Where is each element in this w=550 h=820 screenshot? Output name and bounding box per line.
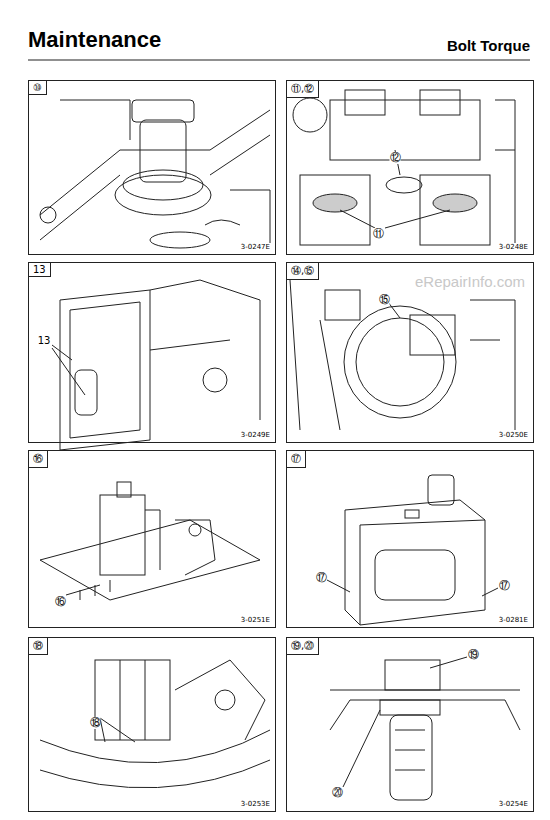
figure-panel: ⑩ 3-0247E [28, 80, 276, 255]
callout-number: ⑫ [390, 152, 401, 164]
radiator [52, 280, 260, 450]
callout-number: 13 [38, 335, 51, 346]
callout-number: ⑳ [332, 787, 343, 799]
callout-number: ⑮ [379, 294, 390, 306]
panel-number: ⑰ [287, 451, 306, 468]
callout-number: ⑰ [499, 580, 510, 592]
panel-number: ⑲,⑳ [287, 638, 319, 655]
swing-motor [40, 100, 270, 250]
page-title: Maintenance [28, 27, 161, 53]
figure-code: 3-0249E [240, 431, 271, 439]
figure-code: 3-0253E [240, 800, 271, 808]
panel-number: ⑭,⑮ [287, 263, 319, 280]
watermark: eRepairInfo.com [415, 274, 525, 291]
panel-number: ⑱ [29, 638, 48, 655]
callout-number: ⑰ [316, 572, 327, 584]
panel-number: ⑩ [29, 81, 47, 95]
callout-number: ⑪ [373, 228, 384, 240]
callout-number: ⑯ [55, 596, 66, 608]
hydraulic-tank [327, 475, 498, 625]
figure-code: 3-0281E [498, 616, 529, 624]
figure-code: 3-0248E [498, 243, 529, 251]
figure-code: 3-0247E [240, 243, 271, 251]
figure-panel: ⑪,⑫ 3-0248E [286, 80, 534, 255]
callout-number: ⑲ [468, 649, 479, 661]
header-label: Bolt Torque [447, 38, 530, 55]
header-rule [28, 59, 530, 60]
figure-code: 3-0254E [498, 800, 529, 808]
engine-mounts [293, 90, 515, 245]
figure-panel: ⑲,⑳ 3-0254E [286, 637, 534, 812]
panel-number: ⑯ [29, 451, 48, 468]
panel-number: 13 [29, 263, 51, 277]
figure-panel: 13 3-0249E [28, 262, 276, 443]
figure-code: 3-0250E [498, 431, 529, 439]
pilot-valve [40, 482, 260, 600]
callout-number: ⑱ [90, 717, 101, 729]
panel-number: ⑪,⑫ [287, 81, 319, 98]
fan-shroud [290, 280, 515, 430]
control-valve [40, 660, 270, 788]
figure-code: 3-0251E [240, 616, 271, 624]
figure-panel: ⑰ 3-0281E [286, 450, 534, 628]
swivel-joint [330, 657, 520, 800]
figure-panel: ⑱ 3-0253E [28, 637, 276, 812]
